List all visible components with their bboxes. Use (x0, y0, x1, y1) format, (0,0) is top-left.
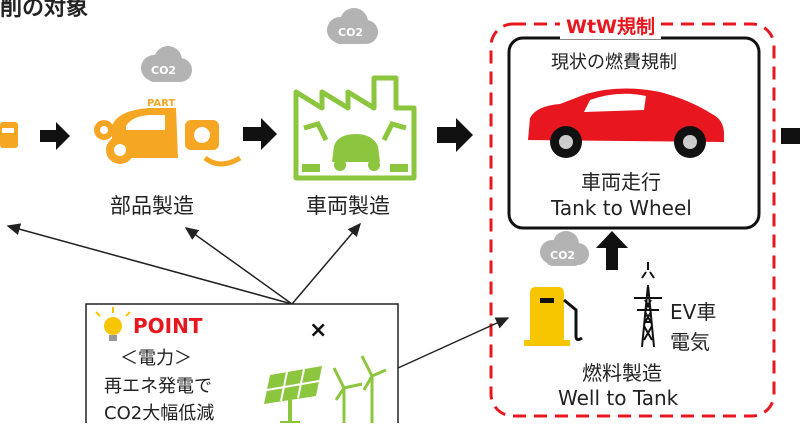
co2-cloud-icon (327, 8, 378, 44)
wtt-label-en: Well to Tank (558, 386, 679, 410)
ttw-label-jp: 車両走行 (581, 170, 661, 194)
wind-turbine-icon (332, 355, 387, 423)
co2-label: CO2 (151, 64, 177, 77)
co2-label: CO2 (550, 249, 576, 262)
parts-manufacturing-icon (94, 108, 242, 167)
up-arrow-icon (596, 231, 628, 270)
fuel-pump-icon (524, 287, 583, 346)
lightbulb-icon (95, 307, 131, 341)
parts-stage-label: 部品製造 (110, 194, 194, 218)
point-line1: ＜電力＞ (120, 348, 192, 369)
material-icon (0, 122, 18, 148)
parts-tag: PART (147, 98, 176, 109)
co2-cloud-icon (540, 231, 589, 266)
power-tower-icon (634, 262, 662, 348)
co2-label: CO2 (338, 26, 364, 39)
factory-icon (293, 75, 417, 181)
ttw-title: 現状の燃費規制 (551, 52, 677, 73)
co2-cloud-icon (141, 46, 192, 82)
point-line3: CO2大幅低減 (104, 403, 215, 424)
point-box (85, 303, 399, 423)
header-title: 削の対象 (0, 0, 89, 21)
co2-label: CO2 (522, 73, 548, 86)
ev-line2: 電気 (670, 330, 710, 354)
flow-arrow-2 (243, 118, 277, 150)
flow-arrow-3 (437, 118, 473, 152)
ttw-label-en: Tank to Wheel (551, 196, 692, 220)
point-cross: × (309, 318, 328, 343)
pointer-lines (6, 222, 510, 369)
wtw-title: WtW規制 (560, 12, 661, 39)
solar-panel-icon (264, 366, 322, 423)
point-title: POINT (133, 314, 203, 338)
vehicle-stage-label: 車両製造 (306, 194, 390, 218)
flow-arrow-4-stub (781, 128, 800, 144)
wtw-frame (489, 22, 776, 418)
flow-arrow-1 (40, 122, 70, 150)
point-line2: 再エネ発電で (104, 376, 212, 397)
car-icon (528, 88, 724, 158)
wtt-label-jp: 燃料製造 (582, 361, 662, 385)
ev-line1: EV車 (670, 300, 717, 324)
